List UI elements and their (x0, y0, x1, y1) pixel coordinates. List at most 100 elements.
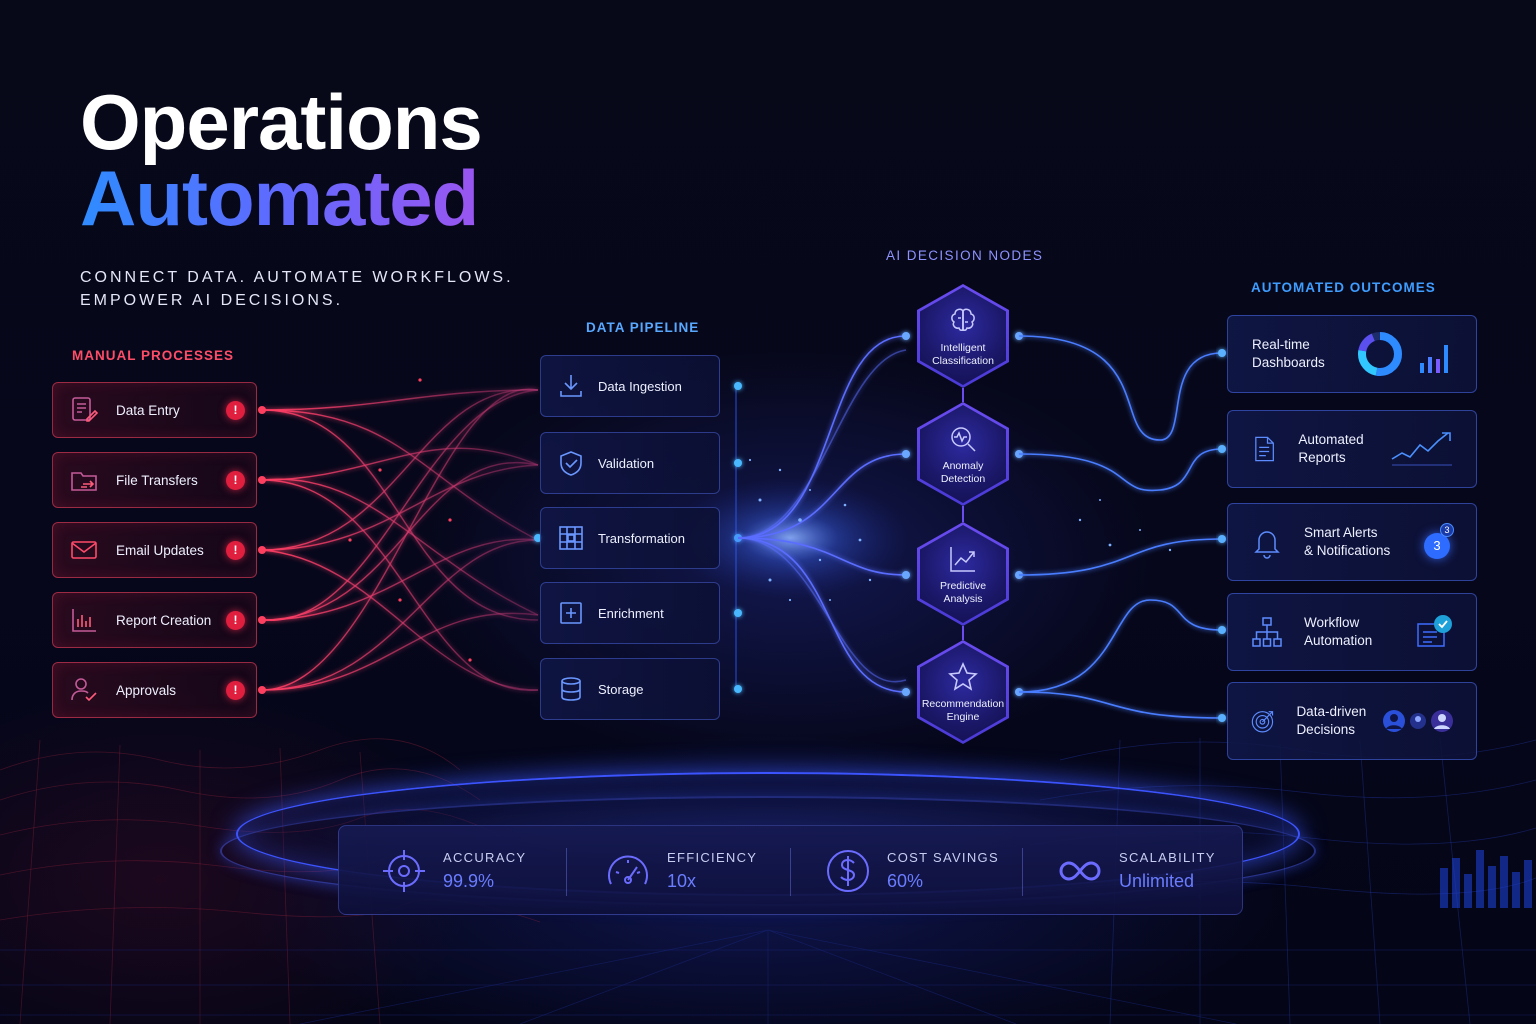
ai-node-body: Recommendation Engine (920, 643, 1006, 741)
pipeline-step-label: Storage (598, 681, 644, 697)
warning-icon: ! (226, 610, 245, 630)
outcome-realtime-dashboards[interactable]: Real-time Dashboards (1227, 315, 1477, 393)
ai-node-label: Recommendation Engine (921, 698, 1005, 724)
outcome-label-line-2: & Notifications (1304, 543, 1391, 558)
pipeline-step-transformation[interactable]: Transformation (540, 507, 720, 569)
metric-value: Unlimited (1119, 871, 1195, 891)
manual-item-file-transfers[interactable]: File Transfers ! (52, 452, 257, 508)
ai-node-body: Anomaly Detection (920, 405, 1006, 503)
ai-node-body: Predictive Analysis (920, 525, 1006, 623)
manual-item-email-updates[interactable]: Email Updates ! (52, 522, 257, 578)
outcome-label: Smart Alerts & Notifications (1304, 524, 1414, 560)
metric-cost-savings: COST SAVINGS 60% (825, 826, 999, 916)
target-icon (1251, 711, 1274, 733)
tagline-line-2: EMPOWER AI DECISIONS. (80, 292, 344, 309)
metric-accuracy: ACCURACY 99.9% (381, 826, 526, 916)
outcome-automated-reports[interactable]: Automated Reports (1227, 410, 1477, 488)
ai-decision-nodes-label: AI DECISION NODES (886, 248, 1044, 263)
download-icon (560, 375, 582, 397)
metric-divider (566, 848, 567, 896)
form-edit-icon (72, 397, 99, 422)
trend-chart-icon (950, 546, 975, 572)
notification-badge: 3 3 (1420, 523, 1454, 559)
manual-item-approvals[interactable]: Approvals ! (52, 662, 257, 718)
manual-item-data-entry[interactable]: Data Entry ! (52, 382, 257, 438)
donut-chart-icon (1358, 332, 1448, 376)
automated-outcomes-label: AUTOMATED OUTCOMES (1251, 280, 1436, 295)
metric-value: 60% (887, 871, 924, 891)
outcome-label-line-1: Workflow (1304, 615, 1360, 630)
org-chart-icon (1252, 617, 1282, 647)
pipeline-step-storage[interactable]: Storage (540, 658, 720, 720)
metric-efficiency: EFFICIENCY 10x (605, 826, 757, 916)
metric-label: SCALABILITY (1119, 850, 1216, 865)
warning-icon: ! (226, 470, 245, 490)
grid-transform-icon (559, 526, 583, 550)
floor-grid (0, 929, 1536, 1024)
metric-scalability: SCALABILITY Unlimited (1057, 826, 1216, 916)
star-icon (948, 661, 978, 691)
manual-item-label: Email Updates (116, 542, 204, 558)
dollar-coin-icon (827, 850, 869, 892)
shield-check-icon (560, 451, 582, 476)
tagline-line-1: CONNECT DATA. AUTOMATE WORKFLOWS. (80, 269, 514, 286)
outcome-smart-alerts[interactable]: Smart Alerts & Notifications 3 3 (1227, 503, 1477, 581)
outcome-label-line-2: Reports (1298, 450, 1346, 465)
outcome-data-driven-decisions[interactable]: Data-driven Decisions (1227, 682, 1477, 760)
bar-chart-icon (72, 609, 96, 632)
metric-value: 10x (667, 871, 697, 891)
avatar-group (1382, 708, 1454, 734)
metric-value: 99.9% (443, 871, 495, 891)
hero-title: Operations Automated (80, 78, 483, 238)
tagline: CONNECT DATA. AUTOMATE WORKFLOWS. EMPOWE… (80, 266, 514, 312)
report-trend-graphic (1390, 429, 1454, 469)
outcome-label: Data-driven Decisions (1296, 703, 1382, 739)
metric-divider (1022, 848, 1023, 896)
title-line-1: Operations (80, 78, 483, 166)
speedometer-icon (608, 855, 648, 885)
energy-burst (670, 478, 910, 598)
outcome-label: Workflow Automation (1304, 614, 1414, 650)
outcome-label-line-2: Decisions (1296, 722, 1355, 737)
crosshair-icon (383, 850, 425, 892)
outcome-label-line-1: Automated (1298, 432, 1364, 447)
ai-node-label-line-2: Engine (946, 710, 980, 723)
pipeline-step-label: Data Ingestion (598, 378, 682, 394)
ai-node-label: Predictive Analysis (921, 580, 1005, 606)
pipeline-step-enrichment[interactable]: Enrichment (540, 582, 720, 644)
manual-wire-dots (258, 378, 472, 694)
pipeline-step-data-ingestion[interactable]: Data Ingestion (540, 355, 720, 417)
ai-node-label: Intelligent Classification (921, 342, 1005, 368)
ai-node-label-line-1: Recommendation (921, 697, 1005, 710)
pipeline-step-validation[interactable]: Validation (540, 432, 720, 494)
metrics-panel: ACCURACY 99.9% EFFICIENCY 10x COST SAVIN… (338, 825, 1243, 915)
ai-node-body: Intelligent Classification (920, 287, 1006, 385)
avatars-icon (1383, 710, 1453, 732)
workflow-check-graphic (1414, 612, 1454, 652)
manual-item-report-creation[interactable]: Report Creation ! (52, 592, 257, 648)
trend-line-icon (1391, 432, 1452, 466)
ai-node-label-line-2: Analysis (943, 592, 983, 605)
metric-divider (790, 848, 791, 896)
manual-item-label: Approvals (116, 682, 177, 698)
database-icon (561, 677, 581, 701)
metric-label: COST SAVINGS (887, 850, 999, 865)
bell-icon (1254, 531, 1280, 559)
badge-count: 3 (1440, 523, 1454, 537)
warning-icon: ! (226, 680, 245, 700)
outcome-workflow-automation[interactable]: Workflow Automation (1227, 593, 1477, 671)
ai-node-label-line-1: Anomaly (942, 459, 984, 472)
metric-label: ACCURACY (443, 850, 527, 865)
magnifier-pulse-icon (951, 426, 976, 452)
outcome-label-line-2: Automation (1304, 633, 1373, 648)
ai-input-wires (737, 335, 907, 693)
ai-node-label: Anomaly Detection (921, 460, 1005, 486)
particles (748, 458, 1172, 602)
outcome-label-line-1: Real-time (1252, 337, 1310, 352)
infinity-icon (1059, 861, 1101, 881)
outcome-wires (1018, 335, 1223, 719)
ai-node-label-line-1: Intelligent (940, 341, 986, 354)
envelope-icon (71, 541, 97, 559)
outcome-label-line-2: Dashboards (1252, 355, 1325, 370)
